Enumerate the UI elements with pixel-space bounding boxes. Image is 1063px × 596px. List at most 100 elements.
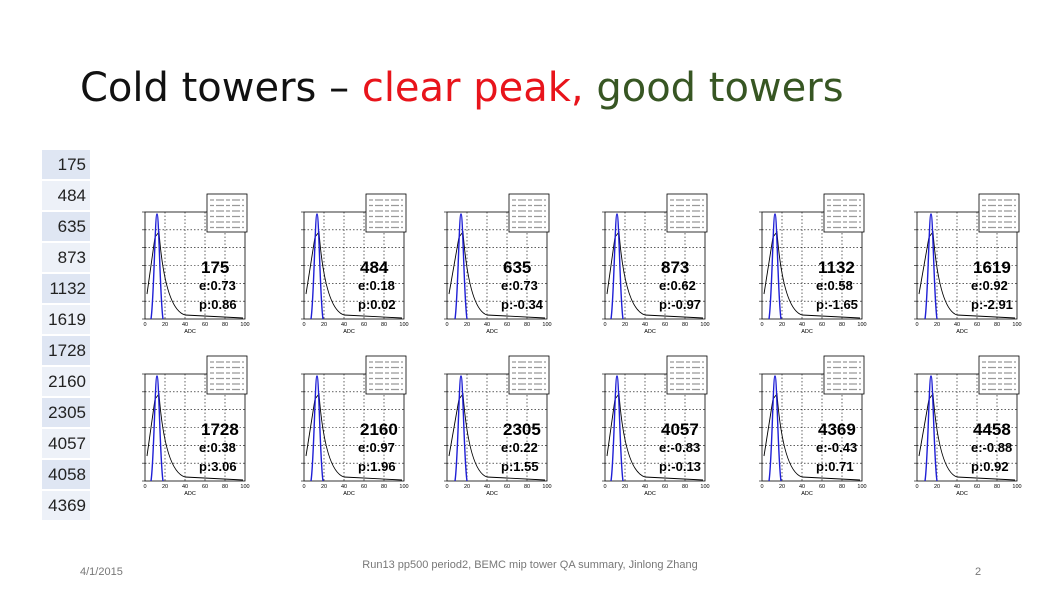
x-axis-label: ADC	[343, 329, 355, 335]
tower-number-label: 4369	[818, 420, 856, 439]
x-tick-label: 80	[524, 322, 530, 328]
x-tick-label: 0	[143, 322, 146, 328]
x-tick-label: 80	[682, 322, 688, 328]
efficiency-label: e:0.97	[358, 440, 395, 455]
fit-peak-curve	[454, 375, 468, 482]
tower-list-item: 175	[42, 150, 90, 179]
x-tick-label: 0	[603, 484, 606, 490]
tower-list-item: 4057	[42, 429, 90, 458]
x-tick-label: 60	[504, 322, 510, 328]
x-tick-label: 0	[143, 484, 146, 490]
tower-list-item: 484	[42, 181, 90, 210]
x-tick-label: 20	[464, 484, 470, 490]
x-tick-label: 20	[779, 322, 785, 328]
page-number: 2	[975, 566, 982, 578]
x-tick-label: 40	[642, 484, 648, 490]
x-tick-label: 100	[857, 322, 866, 328]
title-part-3: good towers	[596, 65, 844, 111]
x-tick-label: 100	[700, 484, 709, 490]
fit-peak-curve	[610, 213, 624, 320]
tower-number-label: 873	[661, 258, 690, 277]
x-tick-label: 100	[542, 322, 551, 328]
x-axis-label: ADC	[486, 329, 498, 335]
x-tick-label: 60	[202, 322, 208, 328]
x-tick-label: 20	[934, 322, 940, 328]
x-axis-label: ADC	[801, 491, 813, 497]
x-tick-label: 20	[779, 484, 785, 490]
fit-peak-curve	[150, 213, 164, 320]
probability-label: p:-1.65	[816, 297, 858, 312]
efficiency-label: e:0.62	[659, 278, 696, 293]
x-tick-label: 60	[819, 322, 825, 328]
fit-peak-curve	[310, 375, 324, 482]
x-tick-label: 40	[642, 322, 648, 328]
x-tick-label: 40	[799, 322, 805, 328]
x-tick-label: 40	[484, 484, 490, 490]
tower-number-label: 1728	[201, 420, 239, 439]
probability-label: p:3.06	[199, 459, 237, 474]
slide-title: Cold towers – clear peak, good towers	[80, 62, 844, 114]
probability-label: p:-0.97	[659, 297, 701, 312]
x-tick-label: 60	[504, 484, 510, 490]
x-tick-label: 0	[915, 484, 918, 490]
x-axis-label: ADC	[801, 329, 813, 335]
x-axis-label: ADC	[184, 491, 196, 497]
tower-number-label: 175	[201, 258, 230, 277]
probability-label: p:0.71	[816, 459, 854, 474]
efficiency-label: e:0.58	[816, 278, 853, 293]
x-tick-label: 60	[361, 484, 367, 490]
x-tick-label: 40	[484, 322, 490, 328]
probability-label: p:-0.13	[659, 459, 701, 474]
x-tick-label: 60	[819, 484, 825, 490]
x-tick-label: 60	[662, 322, 668, 328]
title-part-2: clear peak,	[361, 65, 597, 111]
x-tick-label: 80	[994, 484, 1000, 490]
probability-label: p:1.55	[501, 459, 539, 474]
fit-peak-curve	[310, 213, 324, 320]
fit-peak-curve	[768, 375, 782, 482]
x-tick-label: 20	[464, 322, 470, 328]
x-tick-label: 40	[341, 322, 347, 328]
x-tick-label: 20	[622, 484, 628, 490]
tower-list-item: 1728	[42, 336, 90, 365]
x-axis-label: ADC	[644, 329, 656, 335]
x-tick-label: 0	[302, 484, 305, 490]
x-tick-label: 60	[974, 322, 980, 328]
tower-list-item: 1619	[42, 305, 90, 334]
footer-title: Run13 pp500 period2, BEMC mip tower QA s…	[362, 559, 698, 571]
x-axis-label: ADC	[956, 329, 968, 335]
tower-number-label: 1619	[973, 258, 1011, 277]
x-tick-label: 60	[974, 484, 980, 490]
x-tick-label: 0	[603, 322, 606, 328]
probability-label: p:1.96	[358, 459, 396, 474]
probability-label: p:0.02	[358, 297, 396, 312]
tower-list-item: 873	[42, 243, 90, 272]
footer-date: 4/1/2015	[80, 566, 123, 578]
tower-list-item: 2305	[42, 398, 90, 427]
x-tick-label: 20	[321, 484, 327, 490]
fit-peak-curve	[454, 213, 468, 320]
x-tick-label: 40	[799, 484, 805, 490]
probability-label: p:0.92	[971, 459, 1009, 474]
tower-number-label: 2160	[360, 420, 398, 439]
x-tick-label: 60	[202, 484, 208, 490]
efficiency-label: e:0.22	[501, 440, 538, 455]
x-tick-label: 100	[399, 484, 408, 490]
probability-label: p:-2.91	[971, 297, 1013, 312]
probability-label: p:-0.34	[501, 297, 543, 312]
fit-peak-curve	[150, 375, 164, 482]
x-tick-label: 0	[760, 322, 763, 328]
x-tick-label: 40	[954, 322, 960, 328]
efficiency-label: e:0.73	[501, 278, 538, 293]
x-tick-label: 40	[954, 484, 960, 490]
